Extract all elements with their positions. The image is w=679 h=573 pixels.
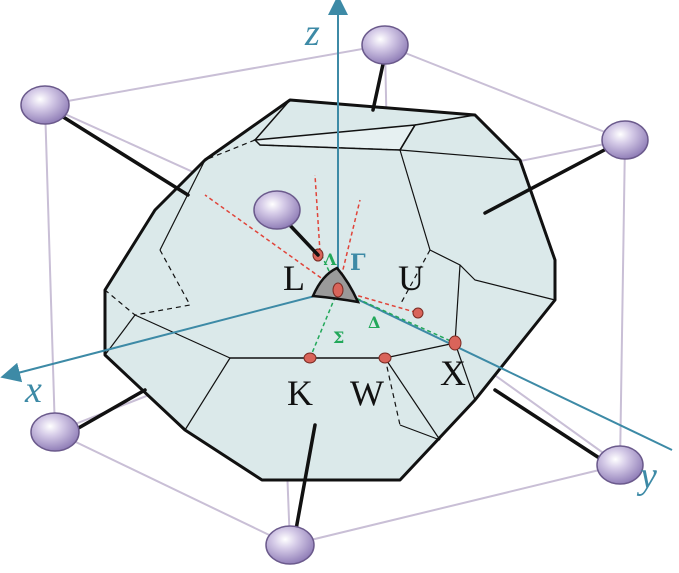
atom-top-back	[361, 25, 409, 65]
atom-top-right	[601, 120, 649, 160]
k-point-label: K	[287, 373, 313, 413]
z-axis-label: z	[304, 12, 320, 54]
x-axis-label: x	[24, 369, 42, 411]
x-marker	[448, 335, 462, 351]
atom-bottom-right	[596, 445, 644, 485]
y-axis	[337, 289, 673, 451]
atom-bottom-left	[30, 412, 80, 452]
l-point-label: L	[283, 258, 305, 298]
delta-line-label: Δ	[368, 313, 380, 332]
u-point-label: U	[398, 258, 424, 298]
w-point-label: W	[350, 373, 384, 413]
atoms	[20, 25, 649, 565]
atom-top-left	[20, 85, 70, 125]
gamma-l-path	[204, 194, 339, 291]
l-gamma-red-2	[314, 174, 321, 253]
lambda-line-label: Λ	[323, 250, 337, 269]
sigma-line-label: Σ	[333, 328, 344, 347]
gamma-k-path	[309, 289, 339, 359]
gamma-point-label: Γ	[350, 250, 366, 276]
atom-bottom-front	[265, 525, 315, 565]
x-point-label: X	[440, 353, 466, 393]
w-marker	[378, 352, 392, 364]
y-axis-label: y	[636, 455, 657, 497]
k-marker	[303, 352, 317, 364]
x-axis	[0, 289, 339, 383]
gamma-marker	[332, 282, 344, 298]
atom-center-face	[253, 190, 301, 230]
u-marker	[412, 307, 424, 319]
bonds	[58, 53, 612, 537]
axes	[0, 0, 673, 451]
